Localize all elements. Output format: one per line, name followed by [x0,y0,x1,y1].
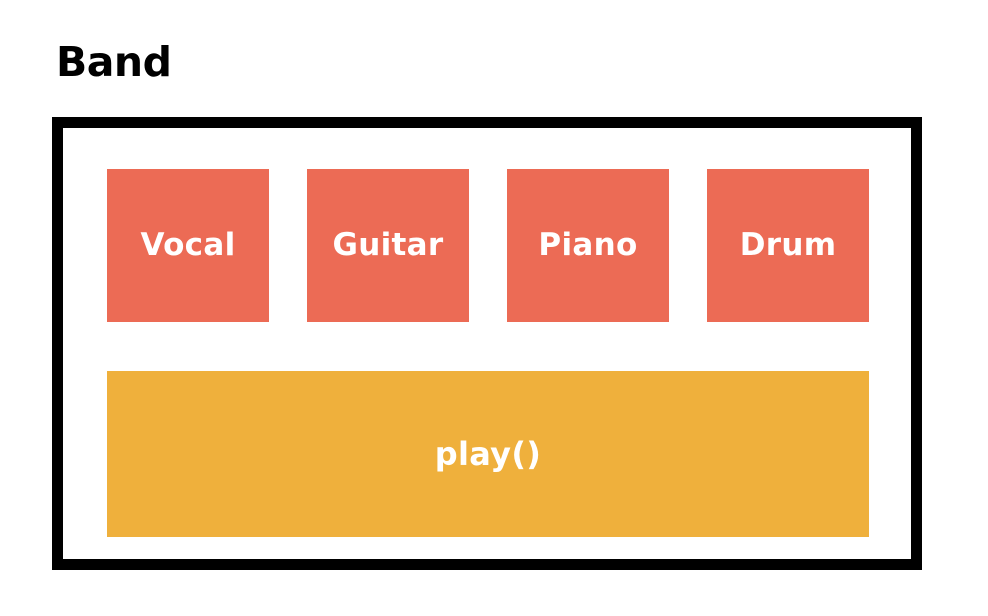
member-label-vocal: Vocal [140,227,236,263]
member-box-drum[interactable]: Drum [707,169,869,322]
member-box-vocal[interactable]: Vocal [107,169,269,322]
method-label-play: play() [434,435,542,473]
member-box-piano[interactable]: Piano [507,169,669,322]
member-label-guitar: Guitar [332,227,444,263]
method-box-play[interactable]: play() [107,371,869,537]
page-title: Band [56,38,172,86]
member-box-guitar[interactable]: Guitar [307,169,469,322]
member-label-piano: Piano [538,227,638,263]
members-row: Vocal Guitar Piano Drum [107,169,869,322]
band-class-container: Vocal Guitar Piano Drum play() [52,117,922,570]
member-label-drum: Drum [739,227,837,263]
